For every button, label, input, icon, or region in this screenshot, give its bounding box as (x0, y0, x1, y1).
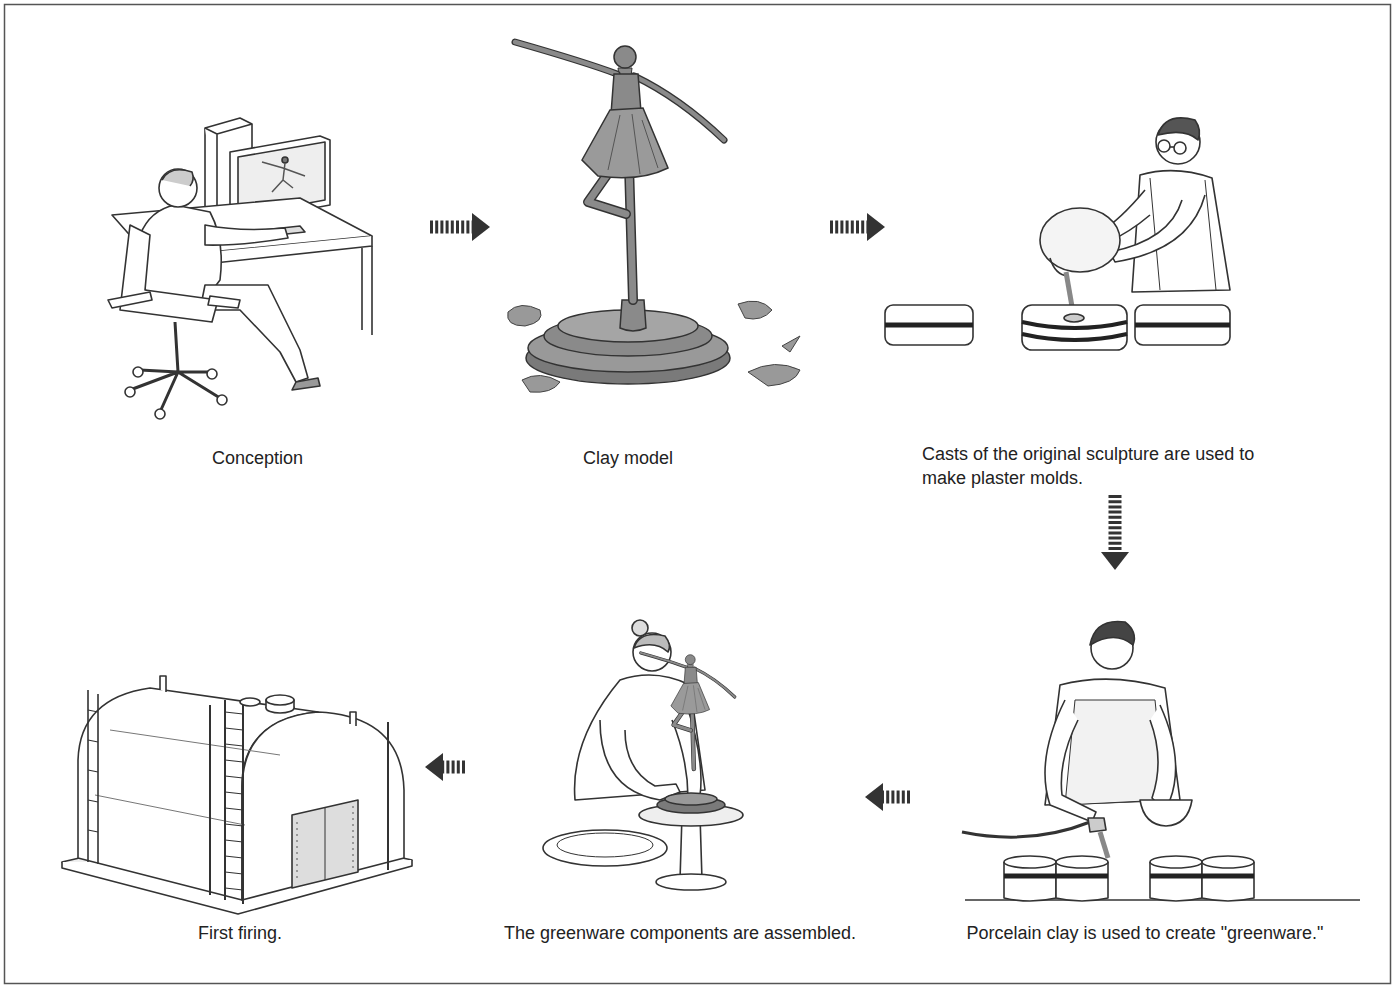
step-panel: First firing. (60, 650, 420, 945)
arrow-head (472, 213, 490, 241)
arrow-head (1101, 552, 1129, 570)
step-panel: Porcelain clay is used to create "greenw… (915, 575, 1375, 945)
arrow-head (425, 753, 443, 781)
arrow-head (867, 213, 885, 241)
step-panel: Conception (90, 120, 425, 470)
mold-casting-illustration (885, 118, 1230, 350)
arrow-shaft (430, 221, 472, 234)
step-panel: Clay model (495, 20, 825, 470)
arrow-shaft (830, 221, 867, 234)
kiln-illustration (62, 676, 412, 914)
step-panel: Casts of the original sculpture are used… (890, 60, 1370, 490)
flow-arrow (425, 753, 465, 781)
step-panel: The greenware components are assembled. (470, 600, 860, 945)
arrow-head (865, 783, 883, 811)
arrow-shaft (1109, 495, 1122, 552)
slip-casting-illustration (962, 621, 1360, 901)
frame (5, 5, 1391, 984)
step-caption: Conception (212, 447, 303, 470)
step-caption: Porcelain clay is used to create "greenw… (967, 922, 1324, 945)
flow-arrow (1101, 495, 1129, 570)
flow-arrow (865, 783, 910, 811)
flow-arrow (830, 213, 885, 241)
workstation-illustration (108, 118, 372, 419)
step-caption: First firing. (198, 922, 282, 945)
step-caption: Casts of the original sculpture are used… (922, 443, 1292, 490)
flow-arrow (430, 213, 490, 241)
clay-model-illustration (508, 42, 800, 392)
step-caption: Clay model (583, 447, 673, 470)
assembly-illustration (543, 620, 743, 890)
figurine (641, 653, 735, 769)
step-caption: The greenware components are assembled. (504, 922, 856, 945)
arrow-shaft (883, 791, 910, 804)
arrow-shaft (443, 761, 465, 774)
